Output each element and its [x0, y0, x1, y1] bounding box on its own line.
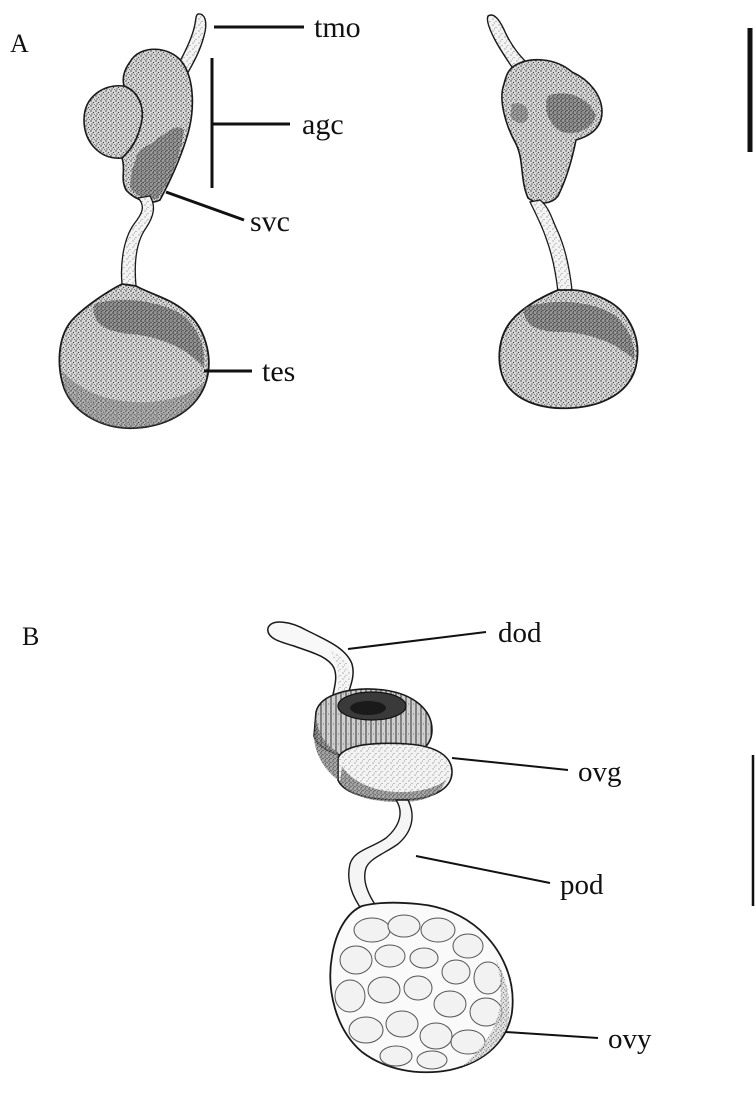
female-reproductive-system — [268, 622, 513, 1072]
label-dod: dod — [498, 617, 542, 649]
seminal-vesicle-duct-left — [122, 196, 154, 286]
label-tes: tes — [262, 355, 295, 388]
seminal-vesicle-duct-right — [530, 200, 572, 292]
leader-dod — [348, 632, 486, 649]
leader-pod — [416, 856, 550, 883]
label-ovy: ovy — [608, 1023, 652, 1055]
label-svc: svc — [250, 205, 290, 238]
leader-ovy — [506, 1032, 598, 1038]
male-reproductive-system-left — [59, 14, 208, 428]
oviducal-gland-opening-inner — [350, 701, 386, 715]
leader-ovg — [452, 758, 568, 770]
label-agc: agc — [302, 108, 344, 141]
leader-svc — [166, 192, 244, 220]
albumen-gland-complex-right — [502, 60, 602, 203]
proximal-oviduct — [349, 800, 412, 910]
label-tmo: tmo — [314, 11, 361, 44]
male-reproductive-system-right — [487, 15, 637, 408]
panel-a-letter: A — [10, 29, 29, 58]
label-ovg: ovg — [578, 756, 622, 788]
panel-b-letter: B — [22, 622, 39, 651]
label-pod: pod — [560, 869, 604, 901]
